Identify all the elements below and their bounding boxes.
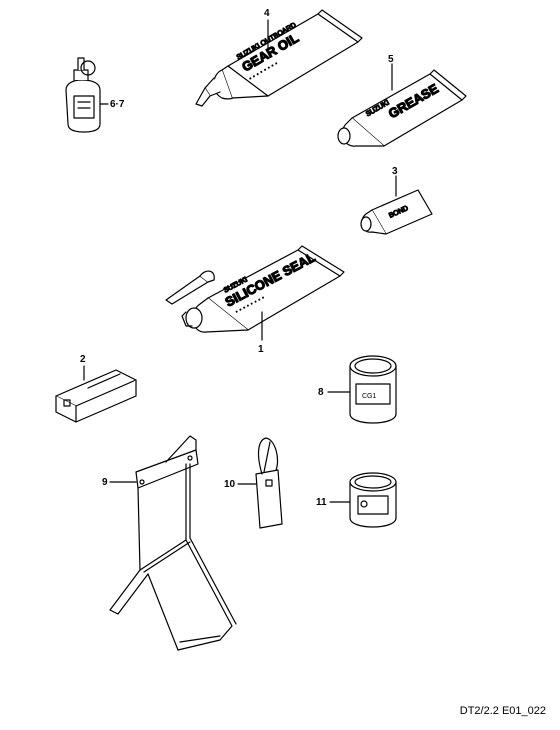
callout-10: 10 [224, 479, 257, 490]
callout-11: 11 [316, 497, 351, 508]
grease-tube: SUZUKI GREASE [337, 69, 467, 147]
tool-holder [255, 437, 283, 529]
bond-tube: BOND [360, 189, 433, 235]
callout-8: 8 [318, 387, 351, 398]
callout-2-number: 2 [80, 354, 86, 365]
callout-6-7-number: 6·7 [110, 99, 125, 110]
callout-4: 4 [264, 8, 270, 49]
tin-can: CG1 [349, 355, 397, 424]
callout-3-number: 3 [392, 166, 398, 177]
callout-10-number: 10 [224, 479, 236, 490]
svg-text:CG1: CG1 [362, 393, 377, 400]
callout-1-number: 1 [258, 344, 264, 355]
small-can [349, 472, 397, 528]
callout-5-number: 5 [388, 54, 394, 65]
callout-8-number: 8 [318, 387, 324, 398]
callout-9: 9 [102, 477, 137, 488]
callout-5: 5 [388, 54, 394, 91]
callout-9-number: 9 [102, 477, 108, 488]
oil-bottle [65, 57, 101, 133]
callout-3: 3 [392, 166, 398, 197]
callout-1: 1 [258, 311, 264, 355]
callout-6-7: 6·7 [99, 99, 125, 110]
drawing-reference-code: DT2/2.2 E01_022 [459, 705, 546, 717]
callout-2: 2 [80, 354, 86, 381]
callout-4-number: 4 [264, 8, 270, 19]
callout-11-number: 11 [316, 497, 327, 508]
gear-oil-tube: SUZUKI OUTBOARD GEAR OIL · · · · · · · · [195, 9, 363, 107]
silicone-seal-tube: SUZUKI SILICONE SEAL · · · · · · · · [165, 245, 345, 333]
outboard-stand [109, 435, 237, 651]
block-bar [55, 369, 137, 423]
